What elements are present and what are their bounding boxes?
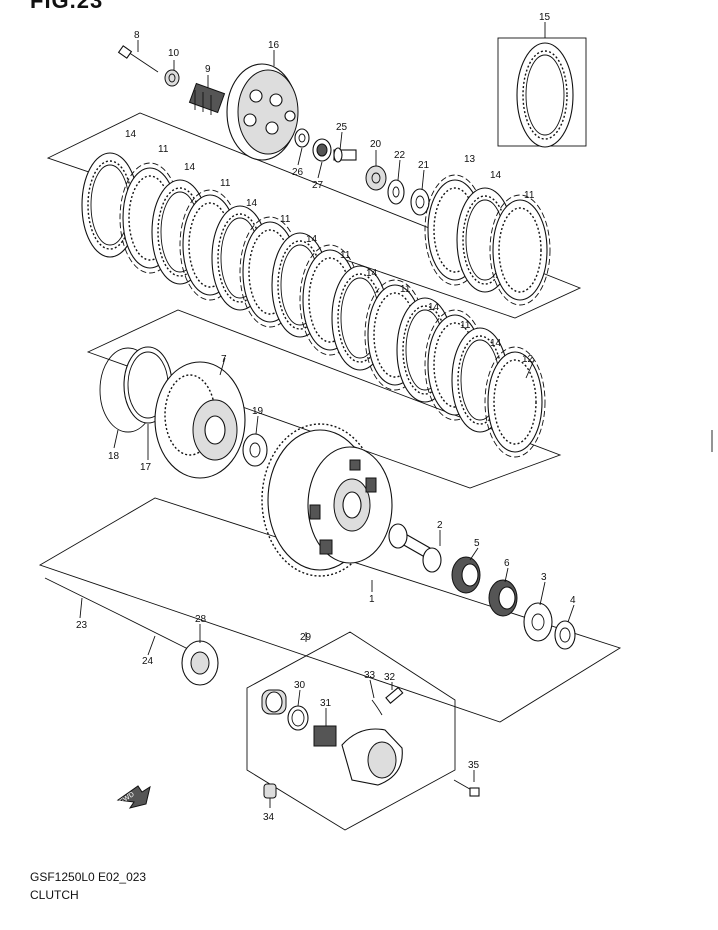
part-9-spring — [188, 82, 226, 115]
part-5-needle-bearing — [451, 556, 481, 594]
part-21-nut — [410, 188, 430, 216]
callout-29: 29 — [300, 632, 312, 643]
part-25-push-piece — [333, 147, 357, 163]
callout-27: 27 — [312, 180, 324, 191]
part-29-release-body — [341, 728, 403, 786]
callout-1: 1 — [369, 594, 375, 605]
callout-14: 14 — [490, 170, 502, 181]
callout-11: 11 — [220, 178, 231, 189]
part-1-clutch-housing — [261, 423, 393, 577]
callout-9: 9 — [205, 64, 211, 75]
callout-34: 34 — [263, 812, 275, 823]
part-27-bearing — [312, 138, 332, 162]
part-16-pressure-plate — [226, 63, 299, 161]
callout-12: 12 — [522, 354, 534, 365]
callout-5: 5 — [474, 538, 480, 549]
callout-14: 14 — [306, 234, 318, 245]
callout-10: 10 — [168, 48, 180, 59]
callout-33: 33 — [364, 670, 376, 681]
callout-4: 4 — [570, 595, 576, 606]
callout-3: 3 — [541, 572, 547, 583]
part-35-bolt — [453, 779, 480, 797]
part-7-clutch-hub — [154, 361, 246, 479]
part-28-oil-seal — [181, 640, 219, 686]
shaft-group-outline — [38, 497, 622, 723]
part-31-spring — [313, 725, 337, 747]
part-23-push-rod — [44, 577, 121, 616]
callout-18: 18 — [108, 451, 120, 462]
part-22-washer — [387, 179, 405, 205]
callout-32: 32 — [384, 672, 396, 683]
callout-14: 14 — [366, 268, 378, 279]
callout-14: 14 — [246, 198, 258, 209]
figure-title: FIG.23 — [30, 0, 104, 13]
part-8-bolt — [117, 45, 159, 73]
callout-7: 7 — [221, 354, 227, 365]
callout-25: 25 — [336, 122, 348, 133]
part-30-piston — [261, 689, 287, 715]
callout-30: 30 — [294, 680, 306, 691]
callout-11: 11 — [280, 214, 291, 225]
part-30-seal — [287, 705, 309, 731]
callout-labels: 8 10 9 16 15 25 20 22 21 26 27 14 11 14 … — [76, 12, 576, 823]
callout-2: 2 — [437, 520, 443, 531]
callout-28: 28 — [195, 614, 207, 625]
callout-24: 24 — [142, 656, 154, 667]
diagram-caption: CLUTCH — [30, 888, 79, 902]
callout-20: 20 — [370, 139, 382, 150]
part-33-cap — [371, 699, 383, 716]
callout-11: 11 — [524, 190, 535, 201]
diagram-code: GSF1250L0 E02_023 — [30, 870, 147, 884]
part-15-plate — [516, 42, 574, 148]
callout-35: 35 — [468, 760, 480, 771]
part-10-collar — [164, 69, 180, 87]
callout-8: 8 — [134, 30, 140, 41]
part-4-washer — [554, 620, 576, 650]
part-34-dowel — [263, 783, 277, 799]
callout-16: 16 — [268, 40, 280, 51]
callout-6: 6 — [504, 558, 510, 569]
callout-17: 17 — [140, 462, 152, 473]
callout-31: 31 — [320, 698, 332, 709]
callout-23: 23 — [76, 620, 88, 631]
callout-22: 22 — [394, 150, 406, 161]
callout-14: 14 — [184, 162, 196, 173]
callout-11: 11 — [340, 250, 351, 261]
callout-11: 11 — [400, 284, 411, 295]
part-24-push-rod — [119, 614, 191, 651]
release-group-outline — [246, 631, 456, 831]
part-20-bearing — [365, 165, 387, 191]
callout-26: 26 — [292, 167, 304, 178]
part-19-washer — [242, 433, 268, 467]
part-32-bleeder — [385, 686, 404, 704]
callout-15: 15 — [539, 12, 551, 23]
plates-group-upper-outline — [46, 112, 582, 319]
callout-13: 13 — [464, 154, 476, 165]
callout-11: 11 — [460, 320, 471, 331]
part-6-needle-bearing — [488, 579, 518, 617]
callout-21: 21 — [418, 160, 430, 171]
callout-11: 11 — [158, 144, 169, 155]
part-2-spacer — [388, 523, 442, 573]
part-3-thrust-washer — [523, 602, 553, 642]
callout-14: 14 — [125, 129, 137, 140]
callout-14: 14 — [490, 338, 502, 349]
part-26-washer — [294, 128, 310, 148]
callout-14: 14 — [428, 302, 440, 313]
callout-19: 19 — [252, 406, 264, 417]
leader-lines — [79, 22, 575, 808]
fwd-arrow-icon: FWD — [116, 785, 151, 809]
